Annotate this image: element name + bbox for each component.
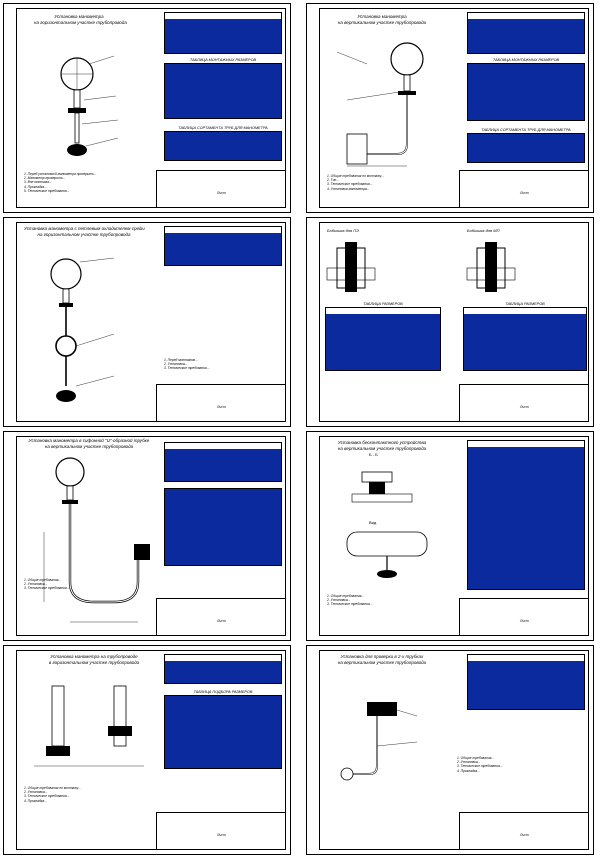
title-block: Лист xyxy=(459,170,589,208)
siphon-gauge-drawing xyxy=(43,457,150,623)
spec-table xyxy=(164,12,282,54)
title-block: Лист xyxy=(156,598,286,636)
dimensions-table-right: ТАБЛИЦА РАЗМЕРОВ xyxy=(463,302,587,372)
sheet-frame xyxy=(319,650,589,850)
sheet-frame xyxy=(319,436,589,636)
mounting-dimensions-table: ТАБЛИЦА МОНТАЖНЫХ РАЗМЕРОВ xyxy=(467,58,585,122)
technical-notes: 1. Перед монтажом...2. Установка...3. Те… xyxy=(164,358,210,371)
spec-table xyxy=(164,654,282,684)
title-block: Лист xyxy=(156,384,286,422)
technical-notes: 1. Общие требования...2. Установка...3. … xyxy=(24,578,70,591)
svg-text:Б - Б: Б - Б xyxy=(369,452,378,457)
mounting-dimensions-table: ТАБЛИЦА МОНТАЖНЫХ РАЗМЕРОВ xyxy=(164,58,282,120)
sheet-frame xyxy=(16,222,286,422)
title-block: Лист xyxy=(459,598,589,636)
spec-table xyxy=(467,12,585,54)
spec-table xyxy=(164,226,282,266)
sheet-frame xyxy=(319,8,589,208)
gauge-with-coil-drawing xyxy=(50,257,115,402)
sheet-title: Установка манометра в сифонной "U"-образ… xyxy=(28,438,150,449)
spec-table xyxy=(467,654,585,710)
sheet-frame xyxy=(16,650,286,850)
sheet-title: Установка манометра с петлевым охладител… xyxy=(24,226,145,237)
svg-text:Бобышка для ПЭ: Бобышка для ПЭ xyxy=(327,228,359,233)
drawing-sheet-4: Бобышка для ПЭ Бобышка для МП ТАБЛИЦА РА… xyxy=(306,217,594,427)
pipe-range-table: ТАБЛИЦА СОРТАМЕНТА ТРУБ ДЛЯ МАНОМЕТРА xyxy=(467,128,585,164)
gauge-assembly-drawing xyxy=(336,42,424,167)
dual-tube-drawing xyxy=(340,702,418,781)
technical-notes: 1. Общие требования по монтажу...2. Уста… xyxy=(24,786,81,803)
technical-notes: 1. Общие требования...2. Установка...3. … xyxy=(327,594,373,607)
title-block: Лист xyxy=(459,384,589,422)
sheet-frame xyxy=(16,436,286,636)
technical-notes: 1. Общие требования по монтажу...2. Тип.… xyxy=(327,174,384,191)
technical-notes: 1. Общие требования...2. Установка...3. … xyxy=(457,756,503,773)
spec-table xyxy=(164,442,282,482)
drawing-sheet-3: Установка манометра с петлевым охладител… xyxy=(3,217,291,427)
selection-table: ТАБЛИЦА ПОДБОРА РАЗМЕРОВ xyxy=(164,690,282,770)
boss-sections-drawing: Бобышка для ПЭ Бобышка для МП xyxy=(326,228,516,292)
mounting-table xyxy=(164,488,282,566)
title-block: Лист xyxy=(156,812,286,850)
dimensions-table-left: ТАБЛИЦА РАЗМЕРОВ xyxy=(325,302,441,372)
drawing-sheet-5: Установка манометра в сифонной "U"-образ… xyxy=(3,431,291,641)
sheet-frame xyxy=(319,222,589,422)
title-block: Лист xyxy=(156,170,286,208)
technical-notes: 1. Перед установкой манометра проверить.… xyxy=(24,172,97,193)
svg-text:Вид: Вид xyxy=(369,520,377,525)
spec-table xyxy=(467,440,585,590)
assembly-details-drawing xyxy=(34,685,144,767)
pipe-range-table: ТАБЛИЦА СОРТАМЕНТА ТРУБ ДЛЯ МАНОМЕТРА xyxy=(164,126,282,162)
sensor-drawing: Б - Б Вид xyxy=(346,452,428,578)
sheet-frame xyxy=(16,8,286,208)
title-block: Лист xyxy=(459,812,589,850)
gauge-assembly-drawing xyxy=(60,55,119,156)
svg-text:Бобышка для МП: Бобышка для МП xyxy=(467,228,500,233)
